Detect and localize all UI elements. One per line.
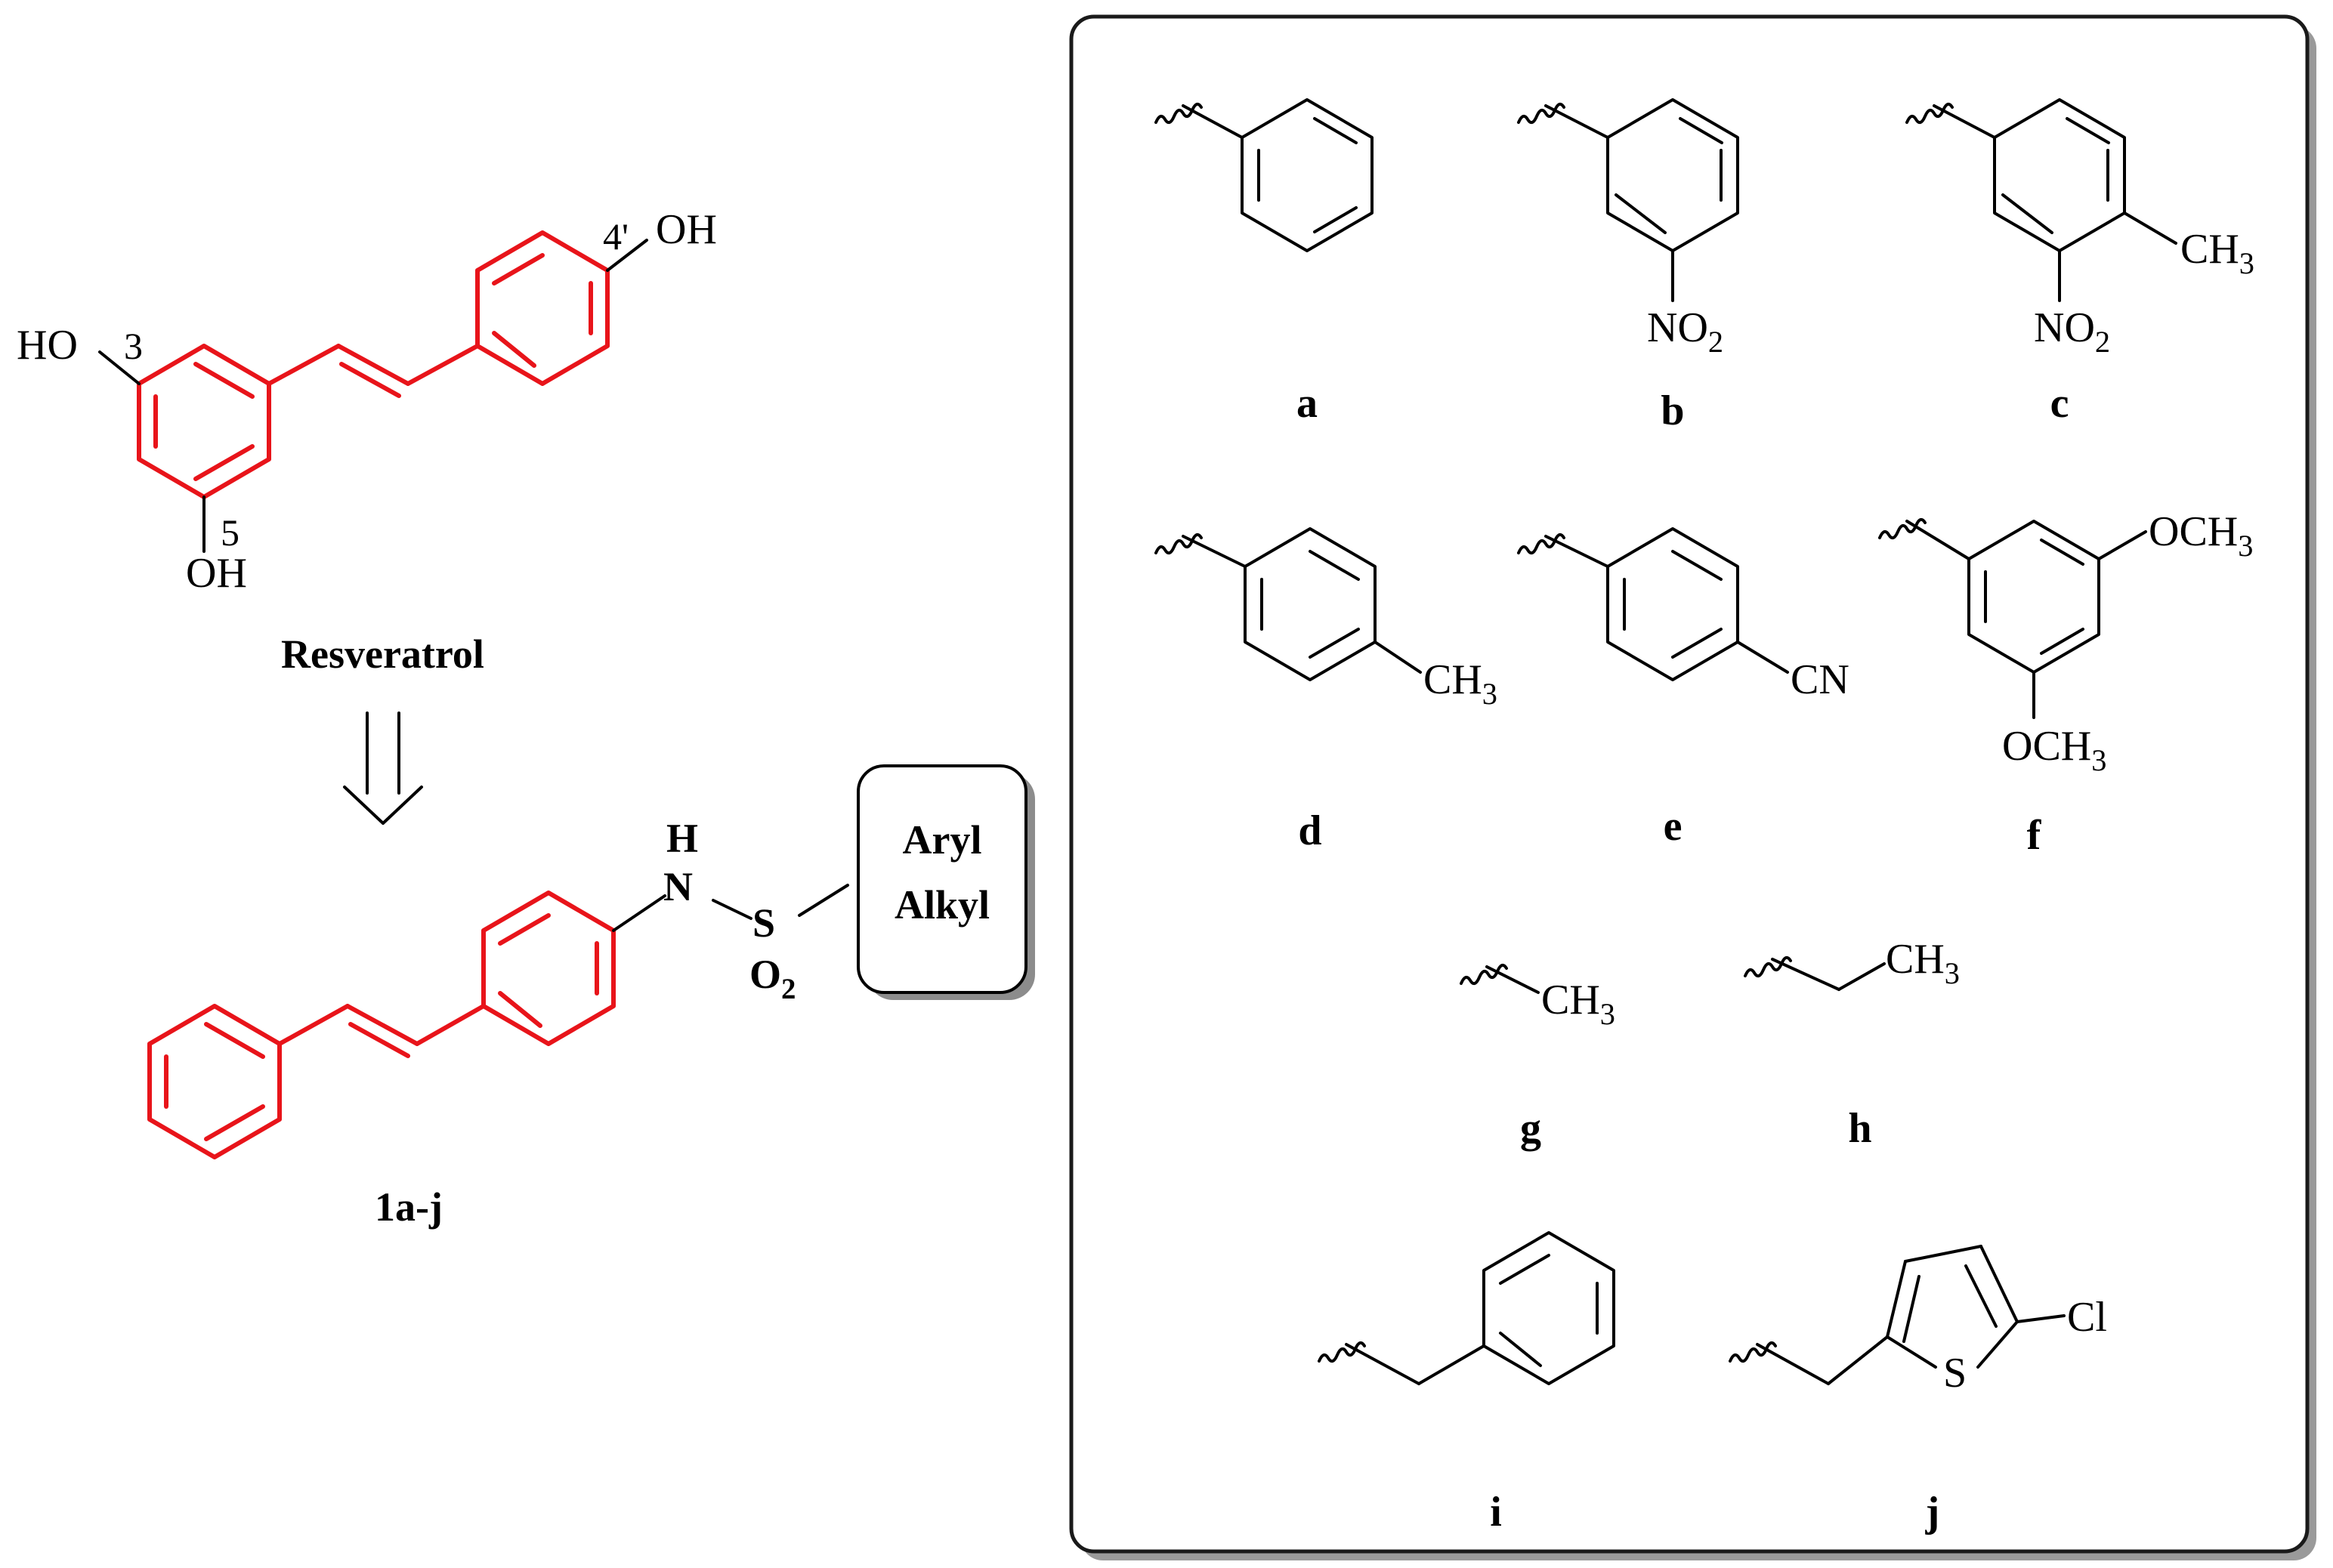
resveratrol-oh-bonds bbox=[98, 239, 648, 553]
substituent-d-methyl: CH3 bbox=[1423, 656, 1497, 711]
substituent-i-structure bbox=[1318, 1231, 1615, 1385]
substituent-f-methoxy-top: OCH3 bbox=[2149, 508, 2253, 563]
target-sulfur: S bbox=[752, 900, 775, 946]
resveratrol-vinyl bbox=[267, 344, 341, 386]
substituent-d-structure bbox=[1154, 527, 1422, 681]
substituent-bonds bbox=[1154, 98, 2177, 1385]
substituent-d-label: d bbox=[1298, 807, 1321, 854]
substituent-g-label: g bbox=[1520, 1105, 1541, 1152]
substituent-i-label: i bbox=[1490, 1489, 1502, 1536]
target-nh-n: N bbox=[663, 864, 693, 909]
resveratrol-oh-3: HO bbox=[17, 322, 78, 369]
substituent-b-structure bbox=[1517, 98, 1739, 302]
substituent-c-label: c bbox=[2050, 380, 2069, 427]
substituent-b-nitro: NO2 bbox=[1647, 304, 1723, 359]
substituent-j-label: j bbox=[1925, 1489, 1940, 1536]
substituent-h-structure bbox=[1744, 955, 1886, 991]
substituent-a-structure bbox=[1154, 98, 1374, 252]
substituent-c-structure bbox=[1905, 98, 2177, 302]
target-oxygen: O2 bbox=[749, 952, 796, 1005]
resveratrol-pos-4prime: 4' bbox=[603, 215, 629, 258]
resveratrol-oh-4prime: OH bbox=[656, 206, 717, 253]
target-rgroup-box bbox=[857, 764, 1027, 994]
resveratrol-structure bbox=[137, 230, 610, 499]
resveratrol-oh-5: OH bbox=[186, 550, 247, 597]
resveratrol-pos-3: 3 bbox=[124, 325, 143, 367]
resveratrol-pos-5: 5 bbox=[221, 511, 239, 554]
target-compound-label: 1a-j bbox=[375, 1184, 443, 1230]
substituent-panel bbox=[1069, 14, 2310, 1554]
substituent-b-label: b bbox=[1661, 387, 1684, 434]
substituent-h-methyl: CH3 bbox=[1886, 936, 1960, 990]
substituent-e-structure bbox=[1517, 527, 1789, 681]
target-sulfonamide-bonds bbox=[612, 884, 849, 932]
substituent-f-label: f bbox=[2027, 812, 2042, 859]
substituent-h-label: h bbox=[1848, 1105, 1871, 1152]
substituent-f-methoxy-bottom: OCH3 bbox=[2002, 723, 2106, 777]
substituent-e-label: e bbox=[1664, 803, 1683, 850]
substituent-f-structure bbox=[1878, 517, 2147, 719]
target-nh-h: H bbox=[666, 816, 698, 861]
substituent-g-structure bbox=[1460, 963, 1540, 994]
substituent-c-nitro: NO2 bbox=[2034, 304, 2110, 359]
substituent-e-nitrile: CN bbox=[1791, 656, 1849, 703]
target-rgroup-aryl: Aryl bbox=[903, 817, 982, 863]
substituent-g-methyl: CH3 bbox=[1541, 977, 1615, 1031]
retrosynthesis-arrow bbox=[343, 711, 423, 825]
substituent-j-chlorine: Cl bbox=[2067, 1294, 2107, 1341]
substituent-c-methyl: CH3 bbox=[2180, 226, 2254, 280]
target-structure bbox=[147, 890, 616, 1159]
substituent-j-structure bbox=[1729, 1245, 2066, 1385]
substituent-a-label: a bbox=[1296, 380, 1318, 427]
resveratrol-title: Resveratrol bbox=[281, 631, 484, 677]
target-rgroup-alkyl: Alkyl bbox=[895, 882, 990, 928]
substituent-j-sulfur: S bbox=[1943, 1350, 1967, 1397]
